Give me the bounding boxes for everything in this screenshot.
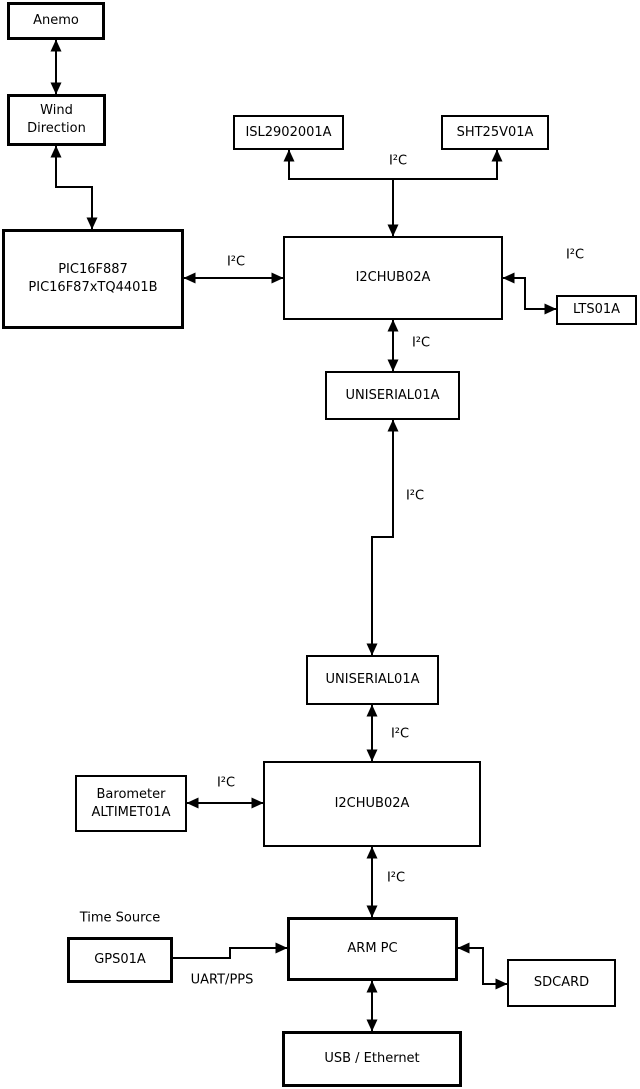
edge-label-i2c-barometer-hub2: I²C	[216, 775, 236, 791]
edge-label-uart-pps: UART/PPS	[190, 972, 254, 988]
node-i2chub02a-upper: I2CHUB02A	[283, 236, 503, 320]
node-anemo-label: Anemo	[33, 13, 79, 29]
edge-label-i2c-hub2-armpc: I²C	[386, 870, 406, 886]
node-wind-direction-label-line1: Wind	[40, 103, 73, 119]
node-barometer-altimet01a: Barometer ALTIMET01A	[75, 775, 187, 832]
node-pic16f887-label-line2: PIC16F87xTQ4401B	[28, 280, 158, 295]
node-arm-pc: ARM PC	[287, 917, 458, 981]
node-lts01a: LTS01A	[556, 295, 637, 325]
node-i2chub02a-upper-label: I2CHUB02A	[355, 270, 431, 286]
node-pic16f887-label-line1: PIC16F887	[58, 262, 128, 278]
node-sdcard-label: SDCARD	[533, 975, 590, 991]
edge-wind-pic	[50, 145, 98, 230]
node-isl2902001a-label: ISL2902001A	[245, 124, 332, 140]
node-uniserial01a-upper-label: UNISERIAL01A	[345, 387, 440, 403]
node-arm-pc-label: ARM PC	[347, 941, 398, 957]
edge-label-i2c-uni2-hub2: I²C	[390, 726, 410, 742]
edge-gps-armpc	[173, 942, 288, 959]
node-usb-ethernet-label: USB / Ethernet	[324, 1051, 420, 1067]
node-gps01a: GPS01A	[67, 937, 173, 983]
node-uniserial01a-upper: UNISERIAL01A	[325, 371, 460, 420]
node-sht25v01a-label: SHT25V01A	[456, 124, 534, 140]
node-isl2902001a: ISL2902001A	[233, 115, 344, 150]
node-wind-direction-label-line2: Direction	[27, 121, 86, 136]
node-gps01a-label: GPS01A	[94, 952, 146, 968]
node-uniserial01a-lower: UNISERIAL01A	[306, 655, 439, 705]
edge-label-i2c-uni1-uni2: I²C	[405, 488, 425, 504]
node-lts01a-label: LTS01A	[572, 302, 621, 318]
node-usb-ethernet: USB / Ethernet	[282, 1031, 462, 1087]
node-i2chub02a-lower: I2CHUB02A	[263, 761, 481, 847]
edge-label-i2c-pic-hub1: I²C	[226, 254, 246, 270]
node-i2chub02a-lower-label: I2CHUB02A	[334, 796, 410, 812]
edge-label-i2c-hub1-sensors: I²C	[388, 153, 408, 169]
node-barometer-label-line1: Barometer	[96, 786, 166, 802]
edge-label-i2c-hub1-uni1: I²C	[411, 335, 431, 351]
node-sht25v01a: SHT25V01A	[441, 115, 549, 150]
label-time-source: Time Source	[79, 910, 161, 926]
edge-label-i2c-hub1-lts: I²C	[565, 247, 585, 263]
node-wind-direction: Wind Direction	[7, 94, 106, 146]
node-anemo: Anemo	[7, 2, 105, 40]
edge-armpc-sdcard	[457, 942, 508, 990]
node-uniserial01a-lower-label: UNISERIAL01A	[325, 672, 420, 688]
edge-uni1-uni2	[366, 419, 399, 656]
node-sdcard: SDCARD	[507, 959, 616, 1007]
node-pic16f887: PIC16F887 PIC16F87xTQ4401B	[2, 229, 184, 329]
edge-hub1-lts	[502, 272, 557, 315]
node-barometer-label-line2: ALTIMET01A	[91, 804, 171, 820]
